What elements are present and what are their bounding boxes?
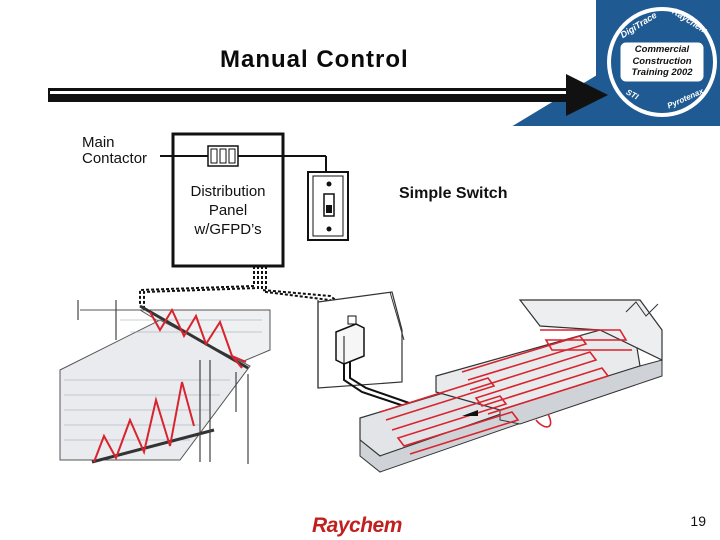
distribution-panel-label: Distribution Panel w/GFPD’s: [190, 183, 266, 238]
badge-center: Commercial Construction Training 2002: [620, 44, 704, 79]
roof-deicing-illustration: [59, 300, 271, 464]
badge-bottom-right: Pyrotenax: [665, 86, 705, 111]
header-bar: [0, 0, 720, 126]
page-number: 19: [690, 513, 706, 529]
wall-switch-icon: [307, 171, 349, 241]
badge-bottom-left: STI: [624, 87, 640, 102]
training-badge: [607, 7, 717, 117]
header-white-panel: [0, 0, 596, 126]
badge-line-1: Commercial: [634, 44, 690, 55]
control-wiring: [160, 155, 327, 172]
arrow-right-icon: [48, 74, 608, 116]
distribution-panel: [171, 132, 285, 268]
raychem-logo: Raychem: [312, 514, 402, 537]
slide-title: Manual Control: [220, 46, 409, 73]
badge-top-left: DigiTrace: [618, 9, 659, 41]
badge-line-3: Training 2002: [631, 67, 693, 78]
heating-cable-loops: [379, 329, 632, 455]
junction-box-icon: [335, 315, 413, 409]
badge-text-layer: DigiTrace Raychem Commercial Constructio…: [606, 6, 718, 118]
simple-switch-label: Simple Switch: [399, 185, 508, 202]
badge-top-right: Raychem: [670, 6, 710, 36]
cable-splice-marker: [462, 410, 478, 416]
main-contactor-label: Main Contactor: [82, 134, 148, 167]
badge-line-2: Construction: [632, 55, 692, 67]
contactor-icon: [207, 145, 239, 167]
